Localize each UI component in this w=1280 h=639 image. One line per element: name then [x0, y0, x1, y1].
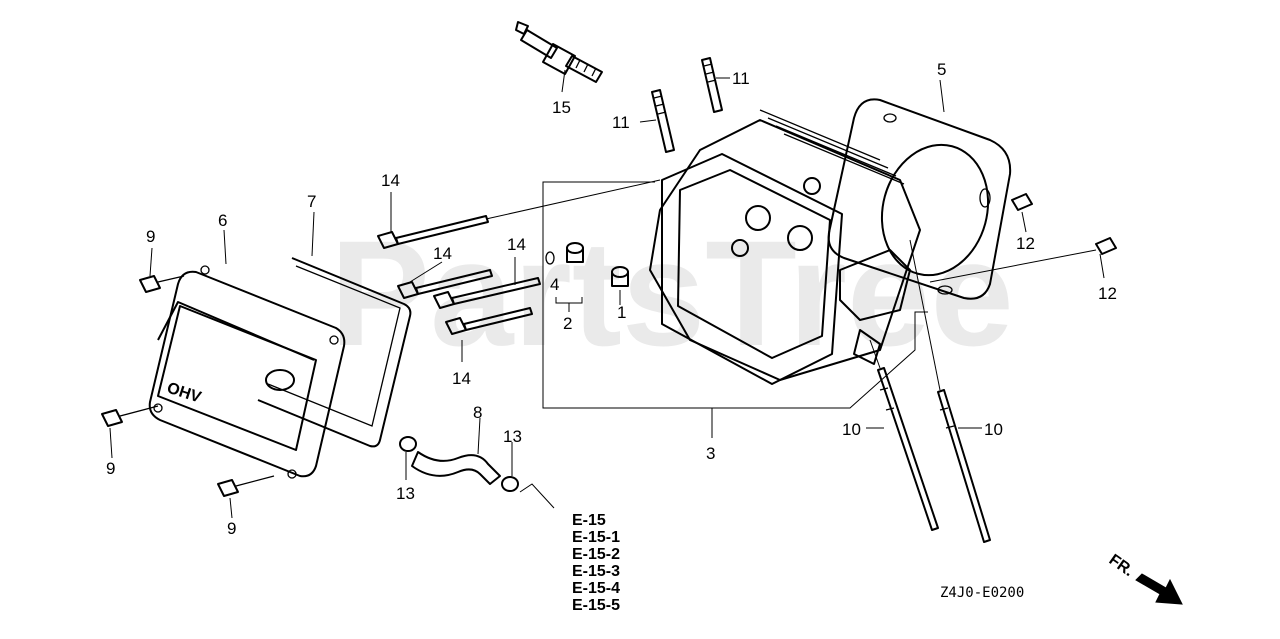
callout-15: 15 — [552, 98, 571, 117]
dowel-pin-part[interactable] — [566, 242, 584, 263]
flange-bolt-part[interactable] — [377, 215, 489, 249]
head-cover-gasket-part[interactable] — [257, 257, 412, 448]
callout-14-top: 14 — [381, 171, 400, 190]
stud-bolt-part[interactable] — [701, 57, 723, 113]
callout-10-left: 10 — [842, 420, 861, 439]
callout-5: 5 — [937, 60, 946, 79]
callout-9-bottom: 9 — [227, 519, 236, 538]
hex-bolt-part[interactable] — [217, 475, 275, 497]
cylinder-head-gasket-part[interactable] — [827, 98, 1012, 300]
watermark: PartsTree — [330, 209, 1014, 377]
reference-link[interactable]: E-15-2 — [572, 546, 620, 563]
spark-plug-part[interactable] — [515, 21, 603, 83]
o-ring-part[interactable] — [545, 251, 555, 265]
callout-2: 2 — [563, 314, 572, 333]
hex-bolt-part[interactable] — [139, 275, 185, 293]
callout-13-right: 13 — [503, 427, 522, 446]
diagram-code: Z4J0-E0200 — [940, 585, 1024, 601]
callout-10-right: 10 — [984, 420, 1003, 439]
direction-label: FR. — [1106, 551, 1137, 580]
section-references: E-15 E-15-1 E-15-2 E-15-3 E-15-4 E-15-5 — [572, 512, 620, 614]
callout-6: 6 — [218, 211, 227, 230]
cover-logo: OHV — [165, 380, 204, 407]
push-rod-part[interactable] — [937, 389, 991, 543]
callout-12-bottom: 12 — [1098, 284, 1117, 303]
callout-7: 7 — [307, 192, 316, 211]
hex-bolt-part[interactable] — [101, 405, 159, 427]
callout-11-right: 11 — [732, 69, 750, 88]
dowel-pin-part[interactable] — [611, 266, 629, 287]
callout-1: 1 — [617, 303, 626, 322]
breather-tube-part[interactable] — [411, 451, 501, 485]
front-direction-indicator: FR. — [1106, 551, 1183, 605]
flange-bolt-part[interactable] — [397, 269, 493, 299]
callout-8: 8 — [473, 403, 482, 422]
flange-bolt-part[interactable] — [445, 307, 533, 335]
callout-9-left: 9 — [106, 459, 115, 478]
callout-labels: 1 2 3 4 5 6 7 8 9 9 9 10 10 11 11 12 12 … — [106, 60, 1117, 538]
flange-bolt-part[interactable] — [433, 277, 541, 309]
callout-14-right: 14 — [507, 235, 526, 254]
push-rod-part[interactable] — [877, 367, 939, 531]
callout-12-top: 12 — [1016, 234, 1035, 253]
callout-14-bottom: 14 — [452, 369, 471, 388]
callout-3: 3 — [706, 444, 715, 463]
reference-link[interactable]: E-15-3 — [572, 563, 620, 580]
callout-4: 4 — [550, 275, 559, 294]
tube-clip-part[interactable] — [399, 436, 417, 452]
callout-9-top: 9 — [146, 227, 155, 246]
callout-14-middle: 14 — [433, 244, 452, 263]
reference-link[interactable]: E-15 — [572, 512, 606, 529]
callout-11-left: 11 — [612, 113, 630, 132]
reference-link[interactable]: E-15-4 — [572, 580, 620, 597]
cylinder-head-part[interactable] — [649, 109, 921, 385]
cap-nut-part[interactable] — [1095, 237, 1117, 255]
reference-link[interactable]: E-15-1 — [572, 529, 620, 546]
tube-clip-part[interactable] — [501, 476, 519, 492]
cap-nut-part[interactable] — [1011, 193, 1033, 211]
direction-arrow-icon — [1135, 573, 1183, 605]
head-cover-part[interactable] — [148, 265, 346, 479]
reference-link[interactable]: E-15-5 — [572, 597, 620, 614]
callout-13-left: 13 — [396, 484, 415, 503]
stud-bolt-part[interactable] — [651, 89, 675, 153]
